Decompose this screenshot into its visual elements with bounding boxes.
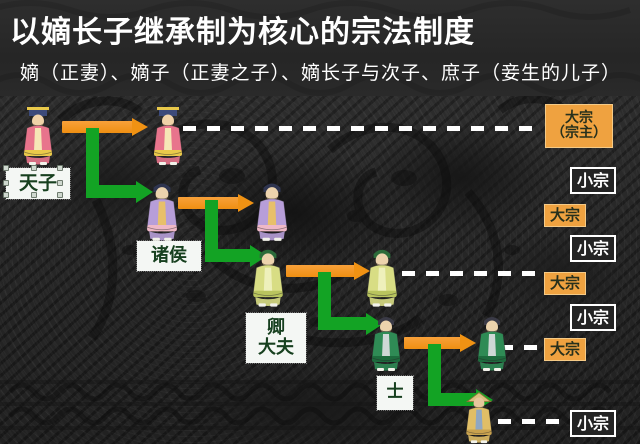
figure-shi-heir <box>472 310 512 372</box>
green-arrow-3 <box>318 272 383 335</box>
title-band <box>0 0 640 96</box>
lineage-tag-xiaozong-2[interactable]: 小宗 <box>570 235 617 262</box>
rank-plate-label: 诸侯 <box>151 244 187 266</box>
figure-zhuhou <box>140 176 184 242</box>
resize-handle[interactable] <box>57 192 63 198</box>
lineage-tag-dazong-2[interactable]: 大宗 <box>544 204 587 227</box>
arrow-head <box>354 262 370 280</box>
lineage-tag-dazong-3[interactable]: 大宗 <box>544 272 587 295</box>
resize-handle[interactable] <box>57 179 63 186</box>
figure-qingdafu-heir <box>362 242 402 308</box>
rank-plate-tianzi[interactable]: 天子 <box>3 165 71 200</box>
arrow-head <box>366 313 383 335</box>
rank-plate-label: 卿 大夫 <box>258 316 294 358</box>
dash-line-1 <box>183 126 539 131</box>
arrow-head <box>460 334 476 352</box>
rank-plate-shi[interactable]: 士 <box>376 375 414 411</box>
resize-handle[interactable] <box>57 165 63 171</box>
arrow-head <box>136 181 153 203</box>
dash-line-3 <box>500 345 542 350</box>
arrow-shaft-vertical <box>428 344 441 406</box>
resize-handle[interactable] <box>3 179 9 186</box>
arrow-shaft-horizontal <box>428 393 476 406</box>
green-arrow-1 <box>86 128 153 203</box>
lineage-tag-label: 大宗 <box>550 274 581 293</box>
lineage-tag-label: 小宗 <box>577 413 610 433</box>
title-band-texture <box>0 0 640 96</box>
rank-plate-zhuhou[interactable]: 诸侯 <box>136 240 202 272</box>
figure-tianzi-heir <box>146 104 190 166</box>
figure-zhuhou-heir <box>250 176 294 242</box>
arrow-shaft-vertical <box>205 200 218 262</box>
lineage-tag-label: 小宗 <box>577 170 610 190</box>
page-title: 以嫡长子继承制为核心的宗法制度 <box>10 15 475 50</box>
figure-qingdafu <box>248 242 288 308</box>
arrow-head <box>238 194 254 212</box>
lineage-tag-label: 大宗 <box>550 340 581 359</box>
figure-shi <box>366 310 406 372</box>
arrow-shaft-horizontal <box>205 249 250 262</box>
figure-tianzi <box>16 104 60 166</box>
green-arrow-2 <box>205 200 267 267</box>
lineage-tag-label: 大宗 <box>550 206 581 225</box>
arrow-shaft-horizontal <box>318 317 366 330</box>
resize-handle[interactable] <box>3 165 9 171</box>
arrow-shaft-horizontal <box>86 185 136 198</box>
arrow-shaft-vertical <box>86 128 99 198</box>
orange-arrow-4 <box>404 334 476 352</box>
figure-shuren <box>460 388 498 444</box>
lineage-tag-dazong-1[interactable]: 大宗 （宗主） <box>545 104 613 148</box>
lineage-tag-label: 大宗 （宗主） <box>551 109 607 141</box>
resize-handle[interactable] <box>31 165 37 171</box>
arrow-shaft <box>404 337 461 349</box>
lineage-tag-xiaozong-1[interactable]: 小宗 <box>570 167 617 194</box>
lineage-tag-xiaozong-3[interactable]: 小宗 <box>570 304 617 331</box>
rank-plate-label: 士 <box>386 382 404 403</box>
arrow-shaft <box>286 265 355 277</box>
page-subtitle: 嫡（正妻）、嫡子（正妻之子）、嫡长子与次子、庶子（妾生的儿子） <box>20 62 622 84</box>
dash-line-2 <box>402 271 536 276</box>
lineage-tag-label: 小宗 <box>577 238 610 258</box>
orange-arrow-3 <box>286 262 370 280</box>
arrow-shaft <box>62 121 133 133</box>
arrow-shaft-vertical <box>318 272 331 330</box>
orange-arrow-1 <box>62 118 148 136</box>
rank-plate-label: 天子 <box>18 171 57 194</box>
resize-handle[interactable] <box>3 192 9 198</box>
lineage-tag-dazong-4[interactable]: 大宗 <box>544 338 587 361</box>
arrow-head <box>132 118 148 136</box>
resize-handle[interactable] <box>31 192 37 198</box>
dash-line-4 <box>498 419 564 424</box>
lineage-tag-xiaozong-4[interactable]: 小宗 <box>570 410 617 437</box>
lineage-tag-label: 小宗 <box>577 307 610 327</box>
rank-plate-qingdafu[interactable]: 卿 大夫 <box>245 312 307 364</box>
